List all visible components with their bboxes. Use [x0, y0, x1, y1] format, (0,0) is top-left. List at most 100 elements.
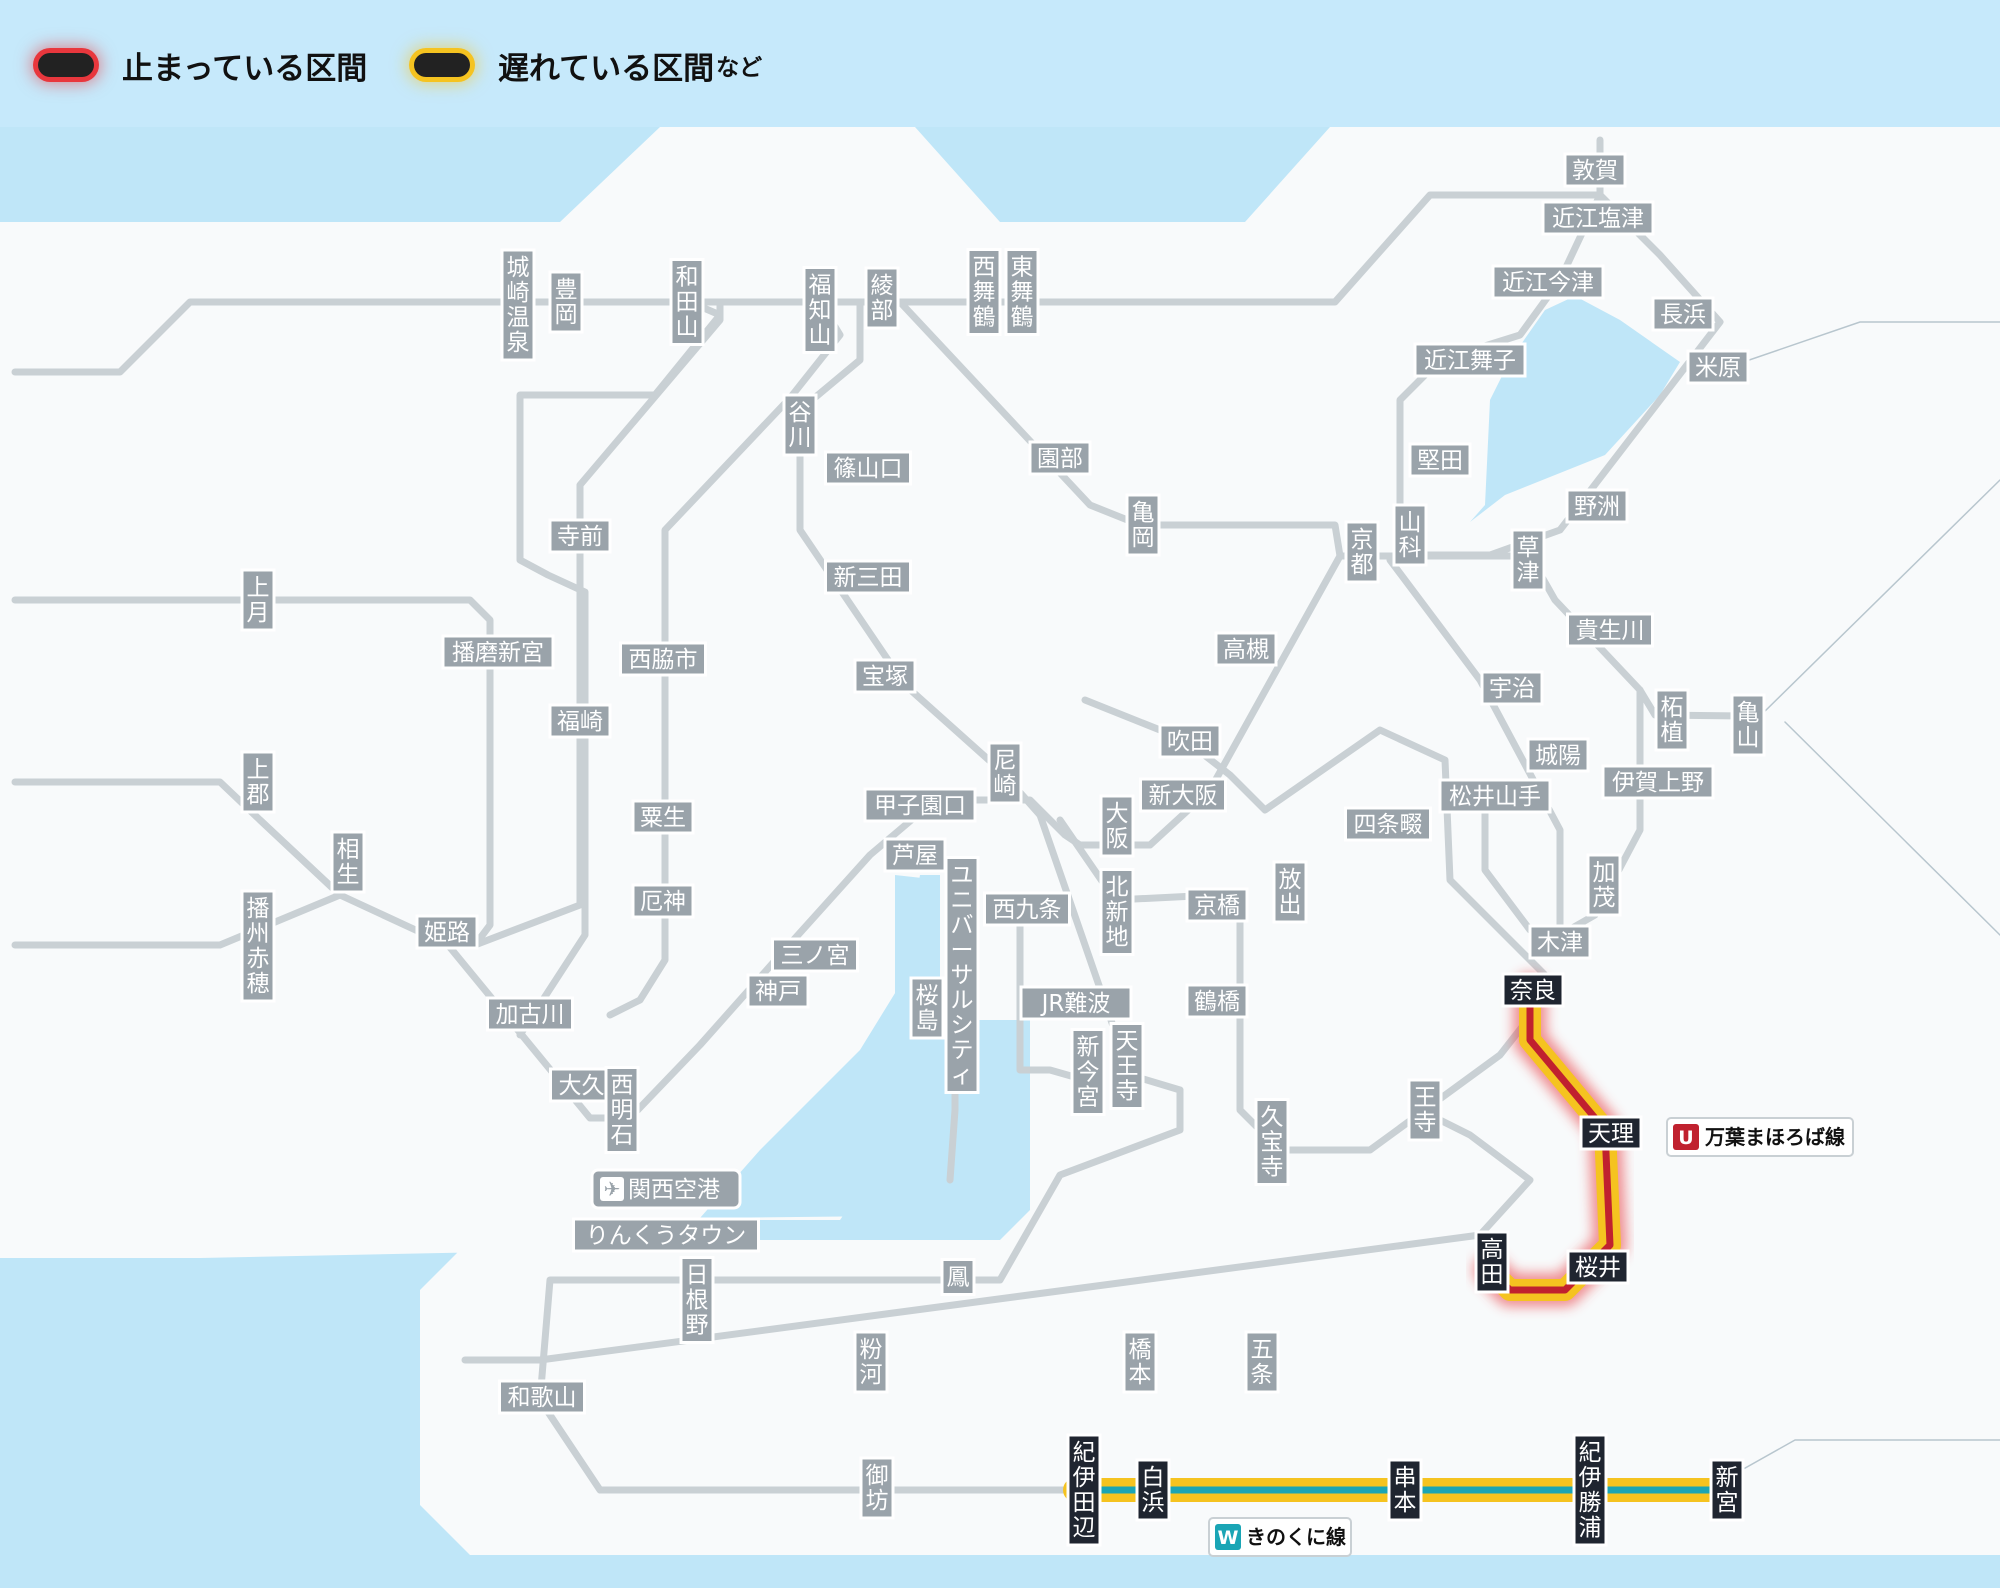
station-nishiwakishi[interactable]: 西脇市 — [619, 641, 707, 677]
station-katata[interactable]: 堅田 — [1408, 442, 1472, 478]
station-label: 紀伊勝浦 — [1579, 1440, 1602, 1541]
station-joyo[interactable]: 城陽 — [1526, 737, 1590, 773]
station-maibara[interactable]: 米原 — [1686, 349, 1750, 385]
station-shirahama[interactable]: 白浜 — [1135, 1458, 1171, 1522]
station-kitashinchi[interactable]: 北新地 — [1099, 868, 1135, 956]
station-awaga[interactable]: 粟生 — [631, 799, 695, 835]
station-yamashina[interactable]: 山科 — [1392, 503, 1428, 567]
station-usj[interactable]: ユニバーサルシティ — [944, 856, 980, 1094]
station-shinosaka[interactable]: 新大阪 — [1139, 777, 1227, 813]
station-rinku[interactable]: りんくうタウン — [572, 1217, 760, 1253]
station-omiimazu[interactable]: 近江今津 — [1491, 264, 1605, 300]
osaka-bay-inlet — [700, 875, 1030, 1218]
station-amagasaki[interactable]: 尼崎 — [987, 741, 1023, 805]
station-shinimamiya[interactable]: 新今宮 — [1070, 1028, 1106, 1116]
station-nishikujo[interactable]: 西九条 — [983, 891, 1071, 927]
station-takarazuka[interactable]: 宝塚 — [853, 658, 917, 694]
station-kizu[interactable]: 木津 — [1528, 924, 1592, 960]
station-kiitanabe[interactable]: 紀伊田辺 — [1066, 1433, 1102, 1547]
station-takada[interactable]: 高田 — [1474, 1230, 1510, 1294]
station-shingu[interactable]: 新宮 — [1709, 1458, 1745, 1522]
station-jrnamba[interactable]: JR難波 — [1019, 985, 1133, 1021]
station-nishiakashi[interactable]: 西明石 — [604, 1066, 640, 1154]
station-kamo[interactable]: 加茂 — [1586, 853, 1622, 917]
station-sakurai[interactable]: 桜井 — [1566, 1249, 1630, 1285]
station-label: 粉河 — [860, 1337, 883, 1388]
station-takatsuki[interactable]: 高槻 — [1214, 631, 1278, 667]
station-label: 西明石 — [611, 1073, 634, 1149]
airport-kansai[interactable]: ✈ 関西空港 — [590, 1168, 742, 1210]
station-fukuchiyama[interactable]: 福知山 — [802, 266, 838, 354]
station-label: 豊岡 — [555, 277, 578, 328]
station-tsuruhashi[interactable]: 鶴橋 — [1185, 983, 1249, 1019]
station-sannomiya[interactable]: 三ノ宮 — [771, 937, 859, 973]
station-label: 尼崎 — [994, 748, 1017, 799]
station-kyobashi[interactable]: 京橋 — [1185, 887, 1249, 923]
station-kameyama[interactable]: 亀山 — [1730, 693, 1766, 757]
station-fukusaki[interactable]: 福崎 — [548, 703, 612, 739]
station-omimaiko[interactable]: 近江舞子 — [1413, 342, 1527, 378]
station-uji[interactable]: 宇治 — [1480, 670, 1544, 706]
station-koshienguchi[interactable]: 甲子園口 — [863, 787, 977, 823]
station-kushimoto[interactable]: 串本 — [1387, 1458, 1423, 1522]
station-tsuge[interactable]: 柘植 — [1654, 688, 1690, 752]
station-banshuako[interactable]: 播州赤穂 — [240, 889, 276, 1003]
manyo-line-badge[interactable]: U 万葉まほろば線 — [1666, 1117, 1854, 1157]
station-kiikatsuura[interactable]: 紀伊勝浦 — [1572, 1433, 1608, 1547]
station-omishiotsu[interactable]: 近江塩津 — [1541, 200, 1655, 236]
station-shinsanda[interactable]: 新三田 — [824, 559, 912, 595]
station-sakurajima[interactable]: 桜島 — [909, 976, 945, 1040]
station-tanikawa[interactable]: 谷川 — [782, 393, 818, 457]
station-nagahama[interactable]: 長浜 — [1651, 296, 1715, 332]
station-label: 天理 — [1588, 1121, 1634, 1147]
station-igaueno[interactable]: 伊賀上野 — [1601, 764, 1715, 800]
station-oji[interactable]: 王寺 — [1407, 1078, 1443, 1142]
station-hineno[interactable]: 日根野 — [679, 1256, 715, 1344]
station-kakogawa[interactable]: 加古川 — [486, 996, 574, 1032]
station-yakujin[interactable]: 厄神 — [631, 883, 695, 919]
station-kokawa[interactable]: 粉河 — [853, 1330, 889, 1394]
station-himeji[interactable]: 姫路 — [415, 914, 479, 950]
station-label: 寺前 — [557, 524, 603, 550]
station-sasayamaguchi[interactable]: 篠山口 — [824, 450, 912, 486]
station-sonobe[interactable]: 園部 — [1028, 440, 1092, 476]
station-gobo[interactable]: 御坊 — [859, 1456, 895, 1520]
station-ayabe[interactable]: 綾部 — [864, 266, 900, 330]
station-shijonawate[interactable]: 四条畷 — [1344, 806, 1432, 842]
station-aioi[interactable]: 相生 — [330, 830, 366, 894]
station-harimashingu[interactable]: 播磨新宮 — [441, 634, 555, 670]
station-kusatsu[interactable]: 草津 — [1510, 528, 1546, 592]
station-wadayama[interactable]: 和田山 — [669, 258, 705, 346]
station-higashimaizuru[interactable]: 東舞鶴 — [1004, 248, 1040, 336]
legend-stopped-label: 止まっている区間 — [122, 50, 368, 87]
station-kyoto[interactable]: 京都 — [1344, 520, 1380, 584]
station-osaka[interactable]: 大阪 — [1099, 794, 1135, 858]
station-matsuiyamate[interactable]: 松井山手 — [1438, 778, 1552, 814]
station-wakayama[interactable]: 和歌山 — [498, 1379, 586, 1415]
station-gojo[interactable]: 五条 — [1244, 1330, 1280, 1394]
station-tsuruga[interactable]: 敦賀 — [1563, 152, 1627, 188]
station-kobe[interactable]: 神戸 — [746, 973, 810, 1009]
station-hanaten[interactable]: 放出 — [1272, 860, 1308, 924]
station-ashiya[interactable]: 芦屋 — [883, 837, 947, 873]
station-yasu[interactable]: 野洲 — [1565, 488, 1629, 524]
kinokuni-line-badge[interactable]: W きのくに線 — [1208, 1517, 1352, 1557]
station-kyuhoji[interactable]: 久宝寺 — [1254, 1098, 1290, 1186]
station-terasaki[interactable]: 寺前 — [548, 518, 612, 554]
station-label: 京橋 — [1194, 893, 1240, 919]
station-nishimaizuru[interactable]: 西舞鶴 — [966, 248, 1002, 336]
station-kameoka[interactable]: 亀岡 — [1125, 493, 1161, 557]
station-kibukawa[interactable]: 貴生川 — [1566, 612, 1654, 648]
station-suita[interactable]: 吹田 — [1158, 723, 1222, 759]
station-tenri[interactable]: 天理 — [1579, 1115, 1643, 1151]
station-label: 敦賀 — [1572, 158, 1618, 184]
station-tennoji[interactable]: 天王寺 — [1109, 1022, 1145, 1110]
station-toyooka[interactable]: 豊岡 — [548, 270, 584, 334]
station-hashimoto[interactable]: 橋本 — [1122, 1330, 1158, 1394]
station-kinosakionsen[interactable]: 城崎温泉 — [500, 248, 536, 362]
station-kamigori[interactable]: 上月 — [240, 568, 276, 632]
station-nara[interactable]: 奈良 — [1501, 972, 1565, 1008]
station-otori[interactable]: 鳳 — [940, 1258, 976, 1296]
station-kamigori2[interactable]: 上郡 — [240, 750, 276, 814]
